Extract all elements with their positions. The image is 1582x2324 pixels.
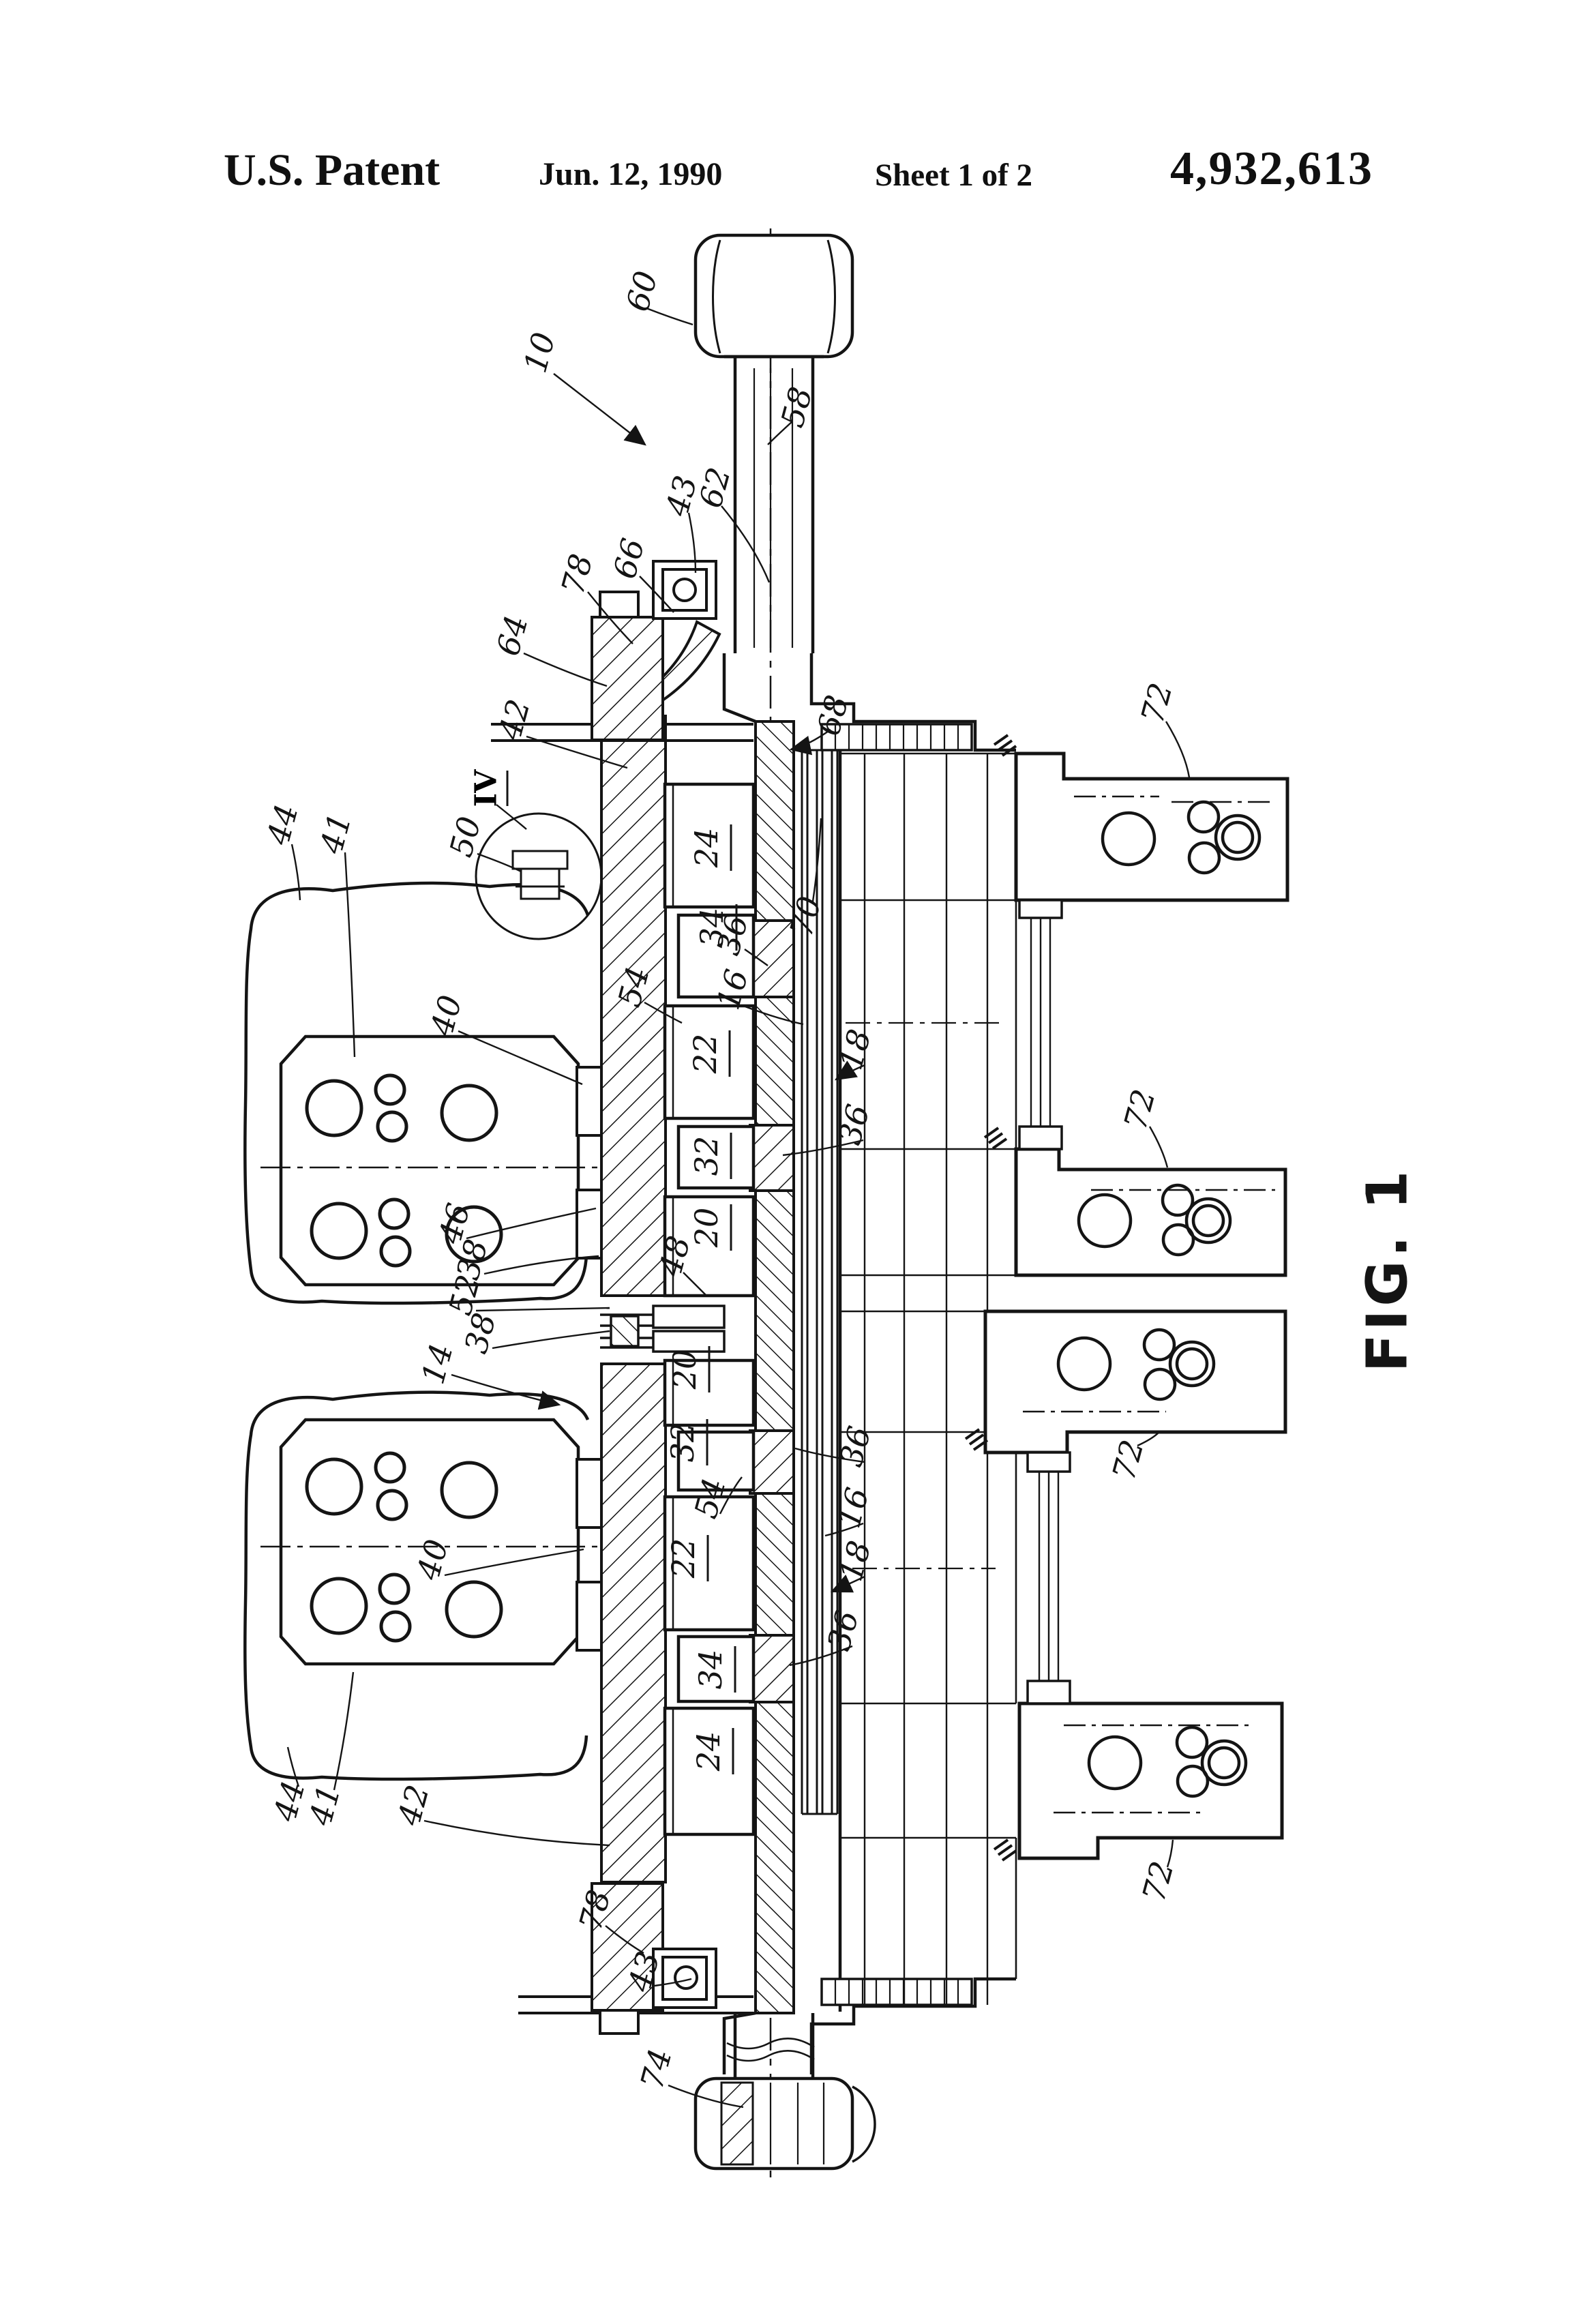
ref-22t: 22 (687, 1034, 723, 1075)
ref-60: 60 (618, 267, 664, 316)
ref-41t: 41 (312, 809, 359, 858)
block-32-bottom (676, 1430, 756, 1492)
block-24-top (663, 782, 756, 909)
ref-10: 10 (516, 329, 562, 377)
ref-32t: 32 (688, 1136, 725, 1176)
flange-42-bottom (600, 1362, 667, 1883)
flange-42-top (600, 715, 667, 1297)
arm-centerlines (1023, 795, 1275, 1814)
patent-header-date: Jun. 12, 1990 (539, 156, 723, 192)
ref-32b: 32 (664, 1422, 701, 1463)
top-bearing-assembly (491, 560, 753, 742)
bolt-hole-circles-bottom (305, 1451, 503, 1643)
reference-numerals: 60 10 58 43 62 66 78 64 42 68 IV 50 44 4… (259, 267, 1420, 2094)
shaft-top-cap-60 (693, 233, 854, 653)
block-22-bottom (663, 1495, 756, 1632)
patent-header-sheet: Sheet 1 of 2 (875, 158, 1033, 193)
bottom-bearing-assembly (518, 1882, 753, 2035)
ref-36d: 36 (820, 1607, 865, 1655)
block-34-bottom (676, 1635, 756, 1703)
ref-66: 66 (606, 535, 651, 583)
block-32-top (676, 1124, 756, 1190)
ref-64: 64 (489, 612, 535, 660)
leader-10-arrow (553, 373, 646, 446)
bearing-ball-bottom (674, 1965, 698, 1990)
bearing-ball-top (672, 578, 697, 602)
arm-72-4 (1017, 1701, 1284, 1860)
block-34-top (676, 913, 756, 999)
block-24-bottom (663, 1706, 756, 1836)
mounting-pad-top (243, 881, 612, 1305)
bolt-hole-circles-top (305, 1073, 503, 1268)
patent-header-number: 4,932,613 (1170, 143, 1373, 195)
center-joint (600, 1305, 726, 1353)
ref-20b: 20 (666, 1350, 703, 1390)
section-iv-circle (475, 812, 603, 940)
ref-24b: 24 (690, 1731, 727, 1772)
leader-68-arrow (789, 729, 831, 756)
mounting-arms-72 (964, 734, 1289, 1862)
arm-72-2 (1014, 1147, 1287, 1277)
arm-tie-studs (1018, 899, 1071, 1705)
ref-38b: 38 (457, 1309, 503, 1358)
cylinder-blocks (663, 782, 756, 1836)
block-20-top (663, 1195, 756, 1298)
block-22-top (663, 1004, 756, 1120)
bolt-squiggles (964, 734, 1017, 1862)
leader-14-arrow (451, 1373, 561, 1410)
figure-caption: FIG. 1 (1355, 1167, 1420, 1373)
patent-header-title: U.S. Patent (224, 145, 441, 195)
ref-44t: 44 (259, 801, 305, 849)
ref-22b: 22 (665, 1538, 702, 1579)
ref-72a: 72 (1133, 679, 1179, 728)
arm-72-3 (983, 1309, 1287, 1455)
leader-lines (286, 307, 1191, 2109)
shaft-bottom-cap-74 (693, 2013, 876, 2171)
ref-24t: 24 (688, 828, 725, 869)
ref-62: 62 (691, 464, 737, 512)
ref-74: 74 (633, 2045, 678, 2094)
arm-bolt-circles (1056, 800, 1262, 1798)
ref-72d: 72 (1135, 1858, 1180, 1906)
ref-34t: 34 (693, 908, 730, 948)
ref-78t: 78 (554, 550, 599, 599)
ref-20t: 20 (688, 1208, 725, 1249)
ref-72b: 72 (1116, 1086, 1162, 1134)
ref-iv: IV (469, 769, 504, 807)
plates-16-18 (801, 749, 839, 1815)
ref-34b: 34 (692, 1650, 729, 1690)
mounting-pad-bottom (243, 1390, 612, 1781)
ref-14: 14 (414, 1340, 460, 1388)
ref-42t: 42 (491, 696, 537, 744)
